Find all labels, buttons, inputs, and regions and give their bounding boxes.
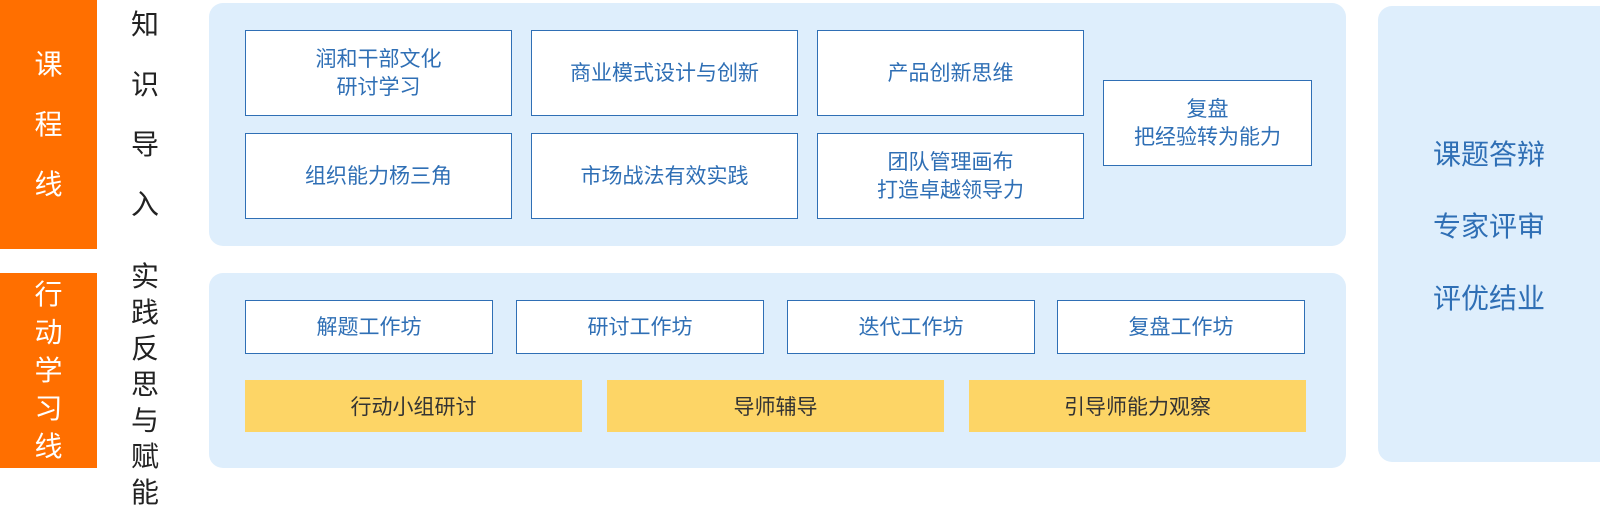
label-char: 思 bbox=[131, 368, 160, 401]
support-action-group: 行动小组研讨 bbox=[245, 380, 582, 432]
workshop-text: 研讨工作坊 bbox=[587, 315, 693, 339]
label-char: 实 bbox=[131, 260, 160, 293]
support-facilitator: 引导师能力观察 bbox=[969, 380, 1306, 432]
course-box-culture: 润和干部文化 研讨学习 bbox=[245, 30, 512, 116]
course-text: 把经验转为能力 bbox=[1134, 125, 1281, 149]
course-box-product-innovation: 产品创新思维 bbox=[817, 30, 1084, 116]
course-text: 复盘 bbox=[1186, 97, 1229, 121]
action-line-char: 行 bbox=[34, 277, 63, 311]
support-text: 引导师能力观察 bbox=[1064, 395, 1211, 419]
support-text: 行动小组研讨 bbox=[350, 395, 477, 419]
course-line-char: 课 bbox=[34, 47, 63, 81]
right-item-defense: 课题答辩 bbox=[1432, 138, 1545, 171]
course-text: 打造卓越领导力 bbox=[877, 178, 1024, 202]
action-line-char: 学 bbox=[34, 353, 63, 387]
action-line-char: 线 bbox=[34, 429, 63, 463]
action-learning-line-tab: 行 动 学 习 线 bbox=[0, 273, 97, 468]
course-text: 产品创新思维 bbox=[887, 61, 1014, 85]
course-box-org-capability: 组织能力杨三角 bbox=[245, 133, 512, 219]
label-char: 识 bbox=[131, 68, 160, 101]
course-box-business-model: 商业模式设计与创新 bbox=[531, 30, 798, 116]
course-text: 润和干部文化 bbox=[315, 47, 442, 71]
course-text: 组织能力杨三角 bbox=[305, 164, 452, 188]
label-char: 与 bbox=[131, 404, 160, 437]
workshop-iteration: 迭代工作坊 bbox=[787, 300, 1035, 354]
course-box-market-tactics: 市场战法有效实践 bbox=[531, 133, 798, 219]
practice-reflection-label: 实 践 反 思 与 赋 能 bbox=[131, 263, 159, 515]
evaluation-panel bbox=[1378, 6, 1600, 462]
support-text: 导师辅导 bbox=[733, 395, 818, 419]
label-char: 能 bbox=[131, 476, 160, 509]
workshop-problem-solving: 解题工作坊 bbox=[245, 300, 493, 354]
action-line-char: 习 bbox=[34, 391, 63, 425]
workshop-discussion: 研讨工作坊 bbox=[516, 300, 764, 354]
support-mentor: 导师辅导 bbox=[607, 380, 944, 432]
label-char: 入 bbox=[131, 188, 160, 221]
course-line-char: 程 bbox=[34, 107, 63, 141]
label-char: 践 bbox=[131, 296, 160, 329]
label-char: 知 bbox=[131, 8, 160, 41]
label-char: 反 bbox=[131, 332, 160, 365]
label-char: 导 bbox=[131, 128, 160, 161]
right-item-expert-review: 专家评审 bbox=[1432, 210, 1545, 243]
knowledge-intro-label: 知 识 导 入 bbox=[131, 11, 159, 251]
workshop-text: 解题工作坊 bbox=[316, 315, 422, 339]
course-text: 研讨学习 bbox=[336, 75, 421, 99]
workshop-text: 复盘工作坊 bbox=[1128, 315, 1234, 339]
course-text: 团队管理画布 bbox=[887, 150, 1014, 174]
course-text: 商业模式设计与创新 bbox=[570, 61, 759, 85]
course-line-char: 线 bbox=[34, 167, 63, 201]
right-item-graduation: 评优结业 bbox=[1432, 282, 1545, 315]
label-char: 赋 bbox=[131, 440, 160, 473]
course-line-tab: 课 程 线 bbox=[0, 0, 97, 249]
workshop-retrospective: 复盘工作坊 bbox=[1057, 300, 1305, 354]
course-text: 市场战法有效实践 bbox=[580, 164, 749, 188]
course-box-retrospective: 复盘 把经验转为能力 bbox=[1103, 80, 1312, 166]
course-box-team-management: 团队管理画布 打造卓越领导力 bbox=[817, 133, 1084, 219]
action-line-char: 动 bbox=[34, 315, 63, 349]
workshop-text: 迭代工作坊 bbox=[858, 315, 964, 339]
